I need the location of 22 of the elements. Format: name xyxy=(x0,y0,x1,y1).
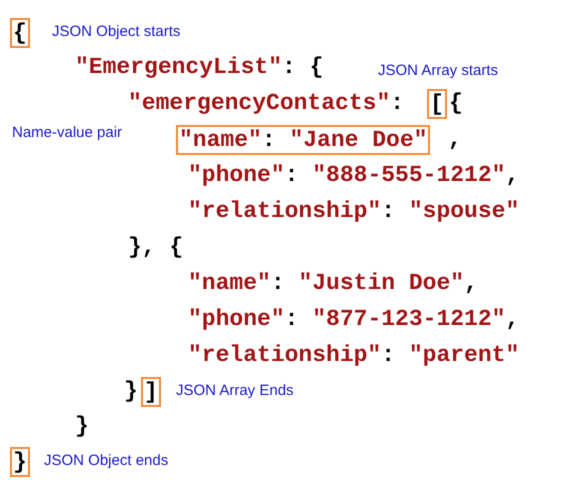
code-line: "phone": "877-123-1212", xyxy=(188,306,520,332)
code-line: "phone": "888-555-1212", xyxy=(188,162,520,188)
code-line: "emergencyContacts": xyxy=(128,90,404,116)
highlight-box: "name": "Jane Doe" xyxy=(176,125,430,155)
annotation: Name-value pair xyxy=(12,124,122,141)
code-line: { xyxy=(449,90,463,116)
annotation: JSON Array starts xyxy=(378,62,498,79)
highlight-box: } xyxy=(10,447,30,477)
code-line: , xyxy=(448,126,462,152)
code-line: }, { xyxy=(128,234,184,260)
code-line: } xyxy=(75,413,89,439)
annotation: JSON Object starts xyxy=(52,23,180,40)
code-line: "relationship": "parent" xyxy=(188,342,520,368)
annotation: JSON Array Ends xyxy=(176,382,294,399)
code-line: "EmergencyList": { xyxy=(75,54,324,80)
code-line: "relationship": "spouse" xyxy=(188,198,520,224)
highlight-box: { xyxy=(10,18,30,48)
code-line: } xyxy=(124,378,138,404)
highlight-box: [ xyxy=(427,89,447,119)
annotation: JSON Object ends xyxy=(44,452,168,469)
highlight-box: ] xyxy=(141,377,161,407)
code-line: "name": "Justin Doe", xyxy=(188,270,478,296)
